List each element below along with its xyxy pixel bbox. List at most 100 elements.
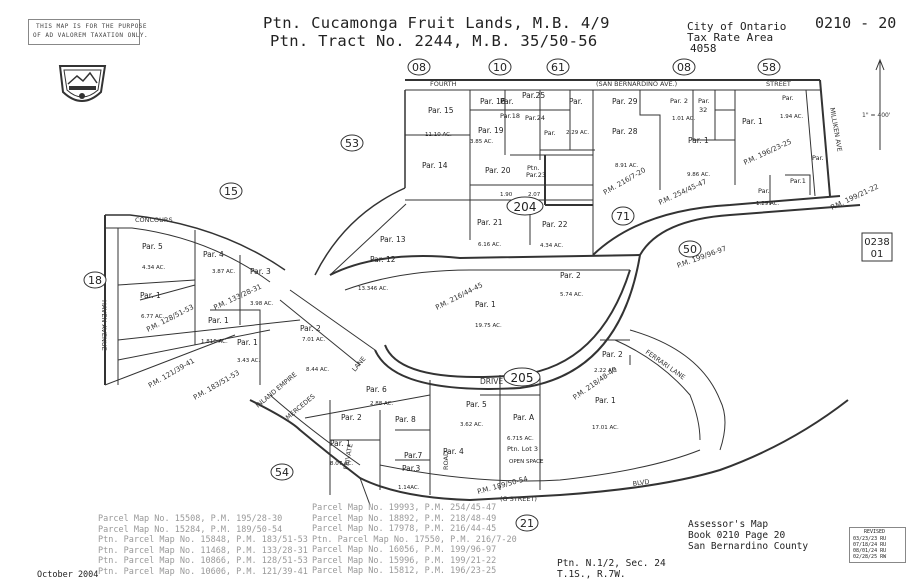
block-number: 15 <box>224 185 238 198</box>
disclaimer-line-2: OF AD VALOREM TAXATION ONLY. <box>33 32 149 39</box>
parcel-label: Par. <box>569 97 583 106</box>
parcel-label: Par. 4 <box>203 250 224 259</box>
block-number: 08 <box>677 61 691 74</box>
section-line-1: Ptn. N.1/2, Sec. 24 <box>557 558 666 569</box>
street-label-g-street: (G STREET) <box>500 495 537 503</box>
section-line-2: T.1S., R.7W. <box>557 569 626 580</box>
street-label-inland-empire: INLAND EMPIRE <box>254 371 298 410</box>
parcel-acres: 13.346 AC. <box>358 286 388 292</box>
parcel-label: Par. <box>698 97 710 105</box>
parcel-label: Par. 3 <box>250 267 271 276</box>
block-number: 61 <box>551 61 565 74</box>
parcel-map-ref: P.M. 254/45-47 <box>657 178 707 207</box>
revised-title: REVISED <box>864 529 886 535</box>
city-label: City of Ontario <box>687 20 787 33</box>
revised-date: 08/01/24 RU <box>853 548 887 554</box>
parcel-acres: 1.14AC. <box>398 485 420 491</box>
street-label-blvd: BLVD <box>632 478 650 488</box>
block-number: 50 <box>683 243 697 256</box>
block-number: 53 <box>345 137 359 150</box>
parcel-label: Par. <box>812 154 824 162</box>
parcel-acres: 1.29 AC. <box>756 201 780 207</box>
parcel-label: Par. 4 <box>443 447 464 456</box>
parcel-label: Par. 13 <box>380 235 406 244</box>
parcel-acres: 1.90 <box>500 192 513 198</box>
parcel-label: Par.18 <box>500 112 520 120</box>
parcel-label: Par. 2 <box>670 97 688 105</box>
parcel-acres: 2.22 AC. <box>594 368 618 374</box>
parcel-acres: 2.07 <box>528 192 541 198</box>
county-seal-icon <box>58 65 107 102</box>
parcel-acres: 19.75 AC. <box>475 323 502 329</box>
parcel-acres: 1.01 AC. <box>672 116 696 122</box>
parcel-map-ref: P.M. 121/39-41 <box>147 357 196 390</box>
parcel-label: Par. <box>758 187 770 195</box>
parcel-label: Par. 29 <box>612 97 638 106</box>
street-label-fourth: FOURTH <box>430 80 457 88</box>
tax-rate-area-number: 4058 <box>690 42 717 55</box>
parcel-acres: 3.62 AC. <box>460 422 484 428</box>
street-label-lane: LANE <box>350 355 367 373</box>
parcel-acres: 7.01 AC. <box>302 337 326 343</box>
parcel-label: Par.25 <box>522 91 545 100</box>
assessor-map-line-3: San Bernardino County <box>688 541 809 552</box>
parcel-map-ref-line: Parcel Map No. 19993, P.M. 254/45-47 <box>312 503 497 513</box>
parcel-map-ref-line: Parcel Map No. 15812, P.M. 196/23-25 <box>312 566 497 576</box>
parcel-label: Par.23 <box>526 171 546 179</box>
adjacent-book-number: 0238 <box>864 237 889 248</box>
scale-label: 1" = 400' <box>862 112 891 119</box>
parcel-label: Par.7 <box>404 451 423 460</box>
parcel-label: Par. 1 <box>742 117 763 126</box>
tax-rate-area-label: Tax Rate Area <box>687 31 774 44</box>
parcel-acres: 6.77 AC. <box>141 314 165 320</box>
block-number: 71 <box>616 210 630 223</box>
parcel-acres: 3.98 AC. <box>250 301 274 307</box>
street-label-ferrari: FERRARI LANE <box>644 348 687 381</box>
parcel-label: Par. 1 <box>208 316 229 325</box>
parcel-acres: 5.74 AC. <box>560 292 584 298</box>
disclaimer-line-1: THIS MAP IS FOR THE PURPOSE <box>36 23 148 30</box>
parcel-label: Par. 28 <box>612 127 638 136</box>
parcel-label: Par. 22 <box>542 220 568 229</box>
parcel-map-ref: P.M. 133/28-31 <box>212 283 262 312</box>
parcel-map-ref-line: Parcel Map No. 18892, P.M. 218/48-49 <box>312 513 497 524</box>
parcel-label: Par. <box>544 129 556 137</box>
parcel-label: Par. 19 <box>478 126 504 135</box>
parcel-acres: 3.87 AC. <box>212 269 236 275</box>
street-label-street: STREET <box>766 80 791 88</box>
street-label-road: ROAD <box>442 451 450 470</box>
street-label-concours: CONCOURS <box>135 216 173 224</box>
block-number: 10 <box>493 61 507 74</box>
parcel-map-refs-col-2: Parcel Map No. 19993, P.M. 254/45-47 Par… <box>312 503 517 577</box>
parcel-acres: 3.43 AC. <box>237 358 261 364</box>
parcel-label: Par. 6 <box>366 385 387 394</box>
parcel-label: Par.1 <box>790 177 806 185</box>
parcel-label: Ptn. <box>527 164 540 172</box>
parcel-map-ref-line: Parcel Map No. 16056, P.M. 199/96-97 <box>312 545 497 555</box>
parcel-label: Par. 1 <box>688 136 709 145</box>
block-number: 58 <box>762 61 776 74</box>
parcel-map-ref-line: Parcel Map No. 15996, P.M. 199/21-22 <box>312 555 497 566</box>
parcel-map-ref: P.M. 196/23-25 <box>742 138 792 167</box>
parcel-label: Par. 2 <box>560 271 581 280</box>
parcel-map-ref-line: Ptn. Parcel Map No. 10606, P.M. 121/39-4… <box>98 566 308 577</box>
parcel-label: Ptn. Lot 3 <box>507 445 538 453</box>
parcel-acres: 4.34 AC. <box>142 265 166 271</box>
parcel-acres: 4.34 AC. <box>540 243 564 249</box>
block-number: 21 <box>520 517 534 530</box>
book-page-number: 0210 - 20 <box>815 14 897 32</box>
parcel-acres: 11.10 AC. <box>425 132 452 138</box>
block-number: 205 <box>511 371 534 385</box>
parcel-label: Par. 16 <box>480 97 506 106</box>
parcel-label: Par. 15 <box>428 106 454 115</box>
parcel-label: Par. 21 <box>477 218 503 227</box>
parcel-acres: 8.07 AC. <box>330 461 354 467</box>
parcel-label: Par. <box>500 97 514 106</box>
parcel-acres: 8.44 AC. <box>306 367 330 373</box>
map-title-line-1: Ptn. Cucamonga Fruit Lands, M.B. 4/9 <box>263 14 610 32</box>
parcel-label: Par. 1 <box>595 396 616 405</box>
parcel-label: Par. 5 <box>142 242 163 251</box>
block-number: 08 <box>412 61 426 74</box>
parcel-label: Par. 1 <box>330 439 351 448</box>
